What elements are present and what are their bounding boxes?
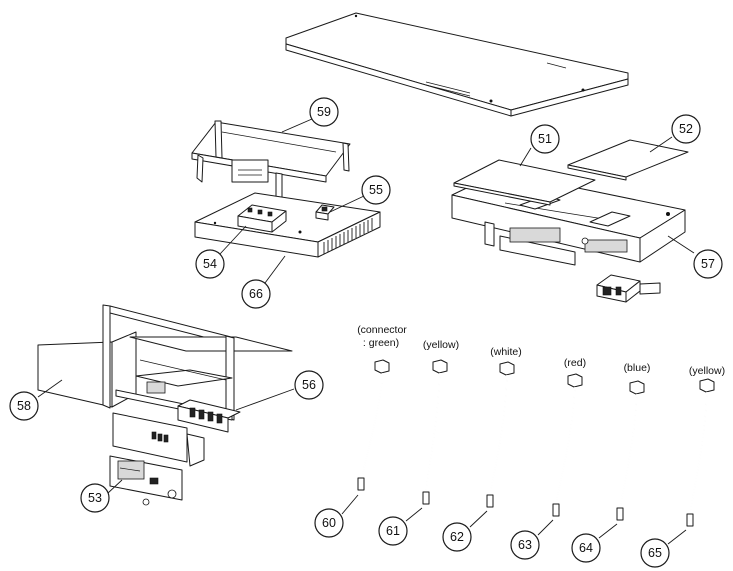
svg-text:57: 57: [701, 257, 715, 271]
bracket-part-59: [191, 120, 351, 207]
svg-text:58: 58: [17, 399, 31, 413]
callout-53: 53: [80, 483, 110, 513]
svg-text:53: 53: [88, 491, 102, 505]
wire-label-60-line1: (connector: [357, 324, 407, 336]
svg-text:60: 60: [322, 516, 336, 530]
wire-harness-62: [486, 361, 515, 508]
wire-harness-60: [357, 359, 390, 491]
callout-55: 55: [361, 175, 391, 205]
callout-59: 59: [309, 97, 339, 127]
callout-62: 62: [442, 522, 472, 552]
svg-text:66: 66: [249, 287, 263, 301]
wire-label-63: (red): [564, 357, 586, 369]
side-panel-part-58: [37, 304, 137, 409]
callout-63: 63: [510, 530, 540, 560]
svg-text:59: 59: [317, 105, 331, 119]
svg-text:63: 63: [518, 538, 532, 552]
callout-58: 58: [9, 391, 39, 421]
wire-harness-63: [552, 373, 583, 517]
wire-harness-61: [422, 359, 448, 505]
svg-text:61: 61: [386, 524, 400, 538]
frame-assembly: [109, 305, 293, 421]
svg-text:54: 54: [203, 257, 217, 271]
terminal-strip-part-56: [177, 399, 241, 433]
svg-text:52: 52: [679, 122, 693, 136]
wire-harness-65: [686, 378, 715, 527]
callout-66: 66: [241, 279, 271, 309]
wire-label-65: (yellow): [689, 365, 725, 377]
wire-label-62: (white): [490, 346, 522, 358]
top-cover-panel: [285, 12, 629, 117]
cover-plate-part-51: [453, 159, 596, 206]
callout-52: 52: [671, 114, 701, 144]
fan-assembly: [596, 274, 661, 303]
callout-54: 54: [195, 249, 225, 279]
base-tray-part-66: [194, 192, 381, 258]
connector-part-55: [315, 204, 335, 221]
callout-51: 51: [530, 124, 560, 154]
svg-text:62: 62: [450, 530, 464, 544]
circuit-board-part-53: [109, 412, 205, 506]
callout-60: 60: [314, 508, 344, 538]
svg-text:55: 55: [369, 183, 383, 197]
svg-text:64: 64: [579, 541, 593, 555]
wire-label-61: (yellow): [423, 339, 459, 351]
callout-64: 64: [571, 533, 601, 563]
callout-65: 65: [640, 538, 670, 568]
svg-text:51: 51: [538, 132, 552, 146]
wire-harness-64: [616, 380, 645, 521]
callout-57: 57: [693, 249, 723, 279]
terminal-block-part-54: [237, 204, 287, 233]
callout-61: 61: [378, 516, 408, 546]
wire-label-60-line2: : green): [363, 337, 399, 349]
cover-plate-part-52: [567, 139, 689, 181]
svg-text:65: 65: [648, 546, 662, 560]
callout-56: 56: [294, 370, 324, 400]
leader-lines: [37, 118, 695, 545]
svg-text:56: 56: [302, 378, 316, 392]
wire-label-64: (blue): [624, 362, 651, 374]
